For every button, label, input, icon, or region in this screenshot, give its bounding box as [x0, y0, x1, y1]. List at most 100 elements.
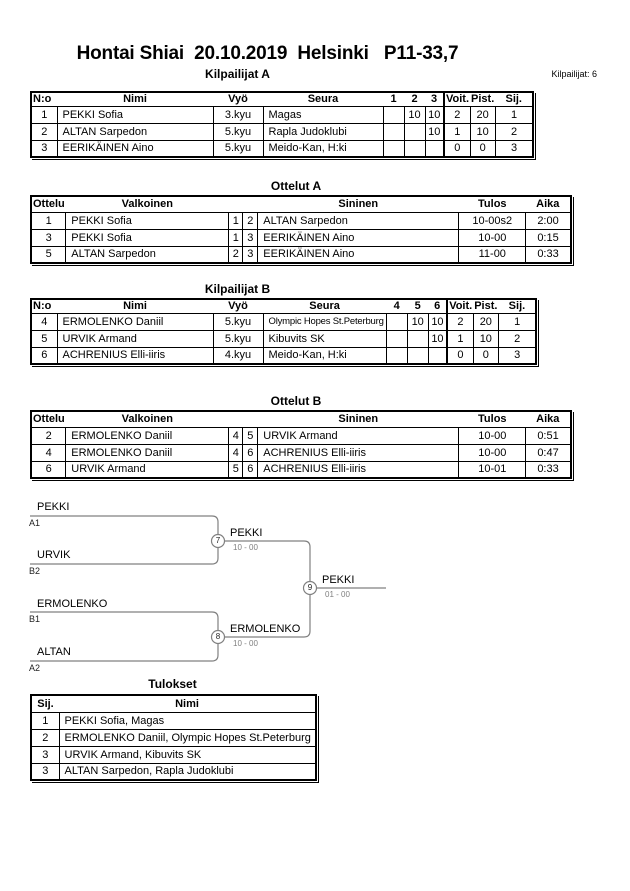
cell-blue-name: ACHRENIUS Elli-iiris	[257, 460, 460, 479]
cell-result: 10-00	[458, 228, 527, 247]
cell-points: 0	[469, 139, 496, 158]
cell-white-name: URVIK Armand	[65, 460, 230, 479]
bracket-entrant-name: ERMOLENKO	[37, 598, 108, 610]
cell-result: 10-00	[458, 426, 527, 445]
match-row: 5 ALTAN Sarpedon 2 3 EERIKÄINEN Aino 11-…	[30, 245, 572, 264]
bracket-match-number: 7	[215, 536, 221, 545]
cell-name-club: ALTAN Sarpedon, Rapla Judoklubi	[58, 762, 317, 781]
bracket-line-sf2-winner	[225, 595, 311, 638]
competitor-row: 6 ACHRENIUS Elli-iiris 4.kyu Meido-Kan, …	[30, 346, 537, 365]
cell-points: 20	[469, 105, 496, 124]
cell-blue-name: EERIKÄINEN Aino	[257, 228, 460, 247]
cell-time: 0:33	[525, 245, 572, 264]
col-header-place: Sij.	[31, 695, 59, 713]
cell-name: EERIKÄINEN Aino	[56, 139, 214, 158]
cell-time: 0:51	[525, 426, 572, 445]
cell-name-club: ERMOLENKO Daniil, Olympic Hopes St.Peter…	[58, 728, 317, 747]
cell-place: 1	[30, 711, 60, 730]
bracket-line-sf1-top	[30, 515, 219, 534]
bracket-match-score: 10 - 00	[233, 639, 258, 648]
bracket-match-score: 10 - 00	[233, 543, 258, 552]
results-table: Sij. Nimi 1 PEKKI Sofia, Magas 2 ERMOLEN…	[30, 694, 317, 781]
competitor-row: 4 ERMOLENKO Daniil 5.kyu Olympic Hopes S…	[30, 312, 537, 331]
col-header-name: Nimi	[59, 695, 316, 713]
cell-club: Meido-Kan, H:ki	[262, 346, 387, 365]
competitor-row: 5 URVIK Armand 5.kyu Kibuvits SK 10 1 10…	[30, 329, 537, 348]
cell-match-no: 6	[30, 460, 67, 479]
bracket-match-number: 8	[215, 632, 221, 641]
col-header-belt: Vyö	[213, 92, 263, 107]
bracket-line-sf2-bottom	[30, 644, 219, 662]
bracket-entrant-seed: A1	[29, 518, 41, 528]
cell-white-name: PEKKI Sofia	[65, 228, 230, 247]
bracket-entrant-seed: A2	[29, 663, 41, 673]
match-row: 1 PEKKI Sofia 1 2 ALTAN Sarpedon 10-00s2…	[30, 211, 572, 230]
bracket-entrant-name: URVIK	[37, 549, 71, 561]
bracket-entrant-seed: B1	[29, 614, 41, 624]
cell-name-club: PEKKI Sofia, Magas	[58, 711, 317, 730]
cell-belt: 5.kyu	[212, 139, 264, 158]
cell-number: 6	[30, 346, 58, 365]
bracket-winner-name: PEKKI	[230, 527, 263, 539]
col-header-wins: Voit.	[446, 299, 474, 314]
cell-points: 0	[472, 346, 499, 365]
bracket-line-sf1-bottom	[30, 548, 219, 565]
competitor-row: 1 PEKKI Sofia 3.kyu Magas 10 10 2 20 1	[30, 105, 534, 124]
col-header-place: Sij.	[495, 92, 534, 107]
matches-a-table: Ottelu Valkoinen Sininen Tulos Aika 1 PE…	[30, 195, 572, 264]
table-header-row: Sij. Nimi	[31, 695, 316, 713]
cell-score-3: 10	[427, 312, 448, 331]
col-header-club: Seura	[263, 92, 383, 107]
bracket-entrant-name: PEKKI	[37, 501, 70, 513]
cell-place: 3	[30, 745, 60, 764]
match-row: 6 URVIK Armand 5 6 ACHRENIUS Elli-iiris …	[30, 460, 572, 479]
bracket-entrant-seed: B2	[29, 566, 41, 576]
section-heading-matches-a: Ottelut A	[270, 179, 322, 193]
col-header-points: Pist.	[470, 92, 496, 107]
section-heading-results: Tulokset	[148, 677, 197, 691]
cell-score-3: 10	[427, 329, 448, 348]
page-title: Hontai Shiai 20.10.2019 Helsinki P11-33,…	[76, 43, 459, 64]
section-heading-matches-b: Ottelut B	[270, 394, 322, 408]
bracket-match-number: 9	[307, 583, 313, 592]
cell-score-2: 10	[403, 105, 426, 124]
bracket-match-circle-7	[210, 533, 226, 549]
result-row: 1 PEKKI Sofia, Magas	[30, 711, 317, 730]
table-header-row: N:o Nimi Vyö Seura 1 2 3 Voit. Pist. Sij…	[31, 92, 534, 107]
cell-time: 0:33	[525, 460, 572, 479]
cell-belt: 4.kyu	[212, 346, 264, 365]
cell-club: Meido-Kan, H:ki	[262, 139, 384, 158]
section-heading-competitors-b: Kilpailijat B	[204, 282, 271, 296]
col-header-name: Nimi	[57, 92, 213, 107]
match-row: 3 PEKKI Sofia 1 3 EERIKÄINEN Aino 10-00 …	[30, 228, 572, 247]
cell-points: 20	[472, 312, 499, 331]
bracket-line-sf2-top	[30, 611, 219, 630]
col-header-result: Tulos	[458, 411, 526, 428]
result-row: 3 URVIK Armand, Kibuvits SK	[30, 745, 317, 764]
cell-points: 10	[469, 122, 496, 141]
competitor-row: 2 ALTAN Sarpedon 5.kyu Rapla Judoklubi 1…	[30, 122, 534, 141]
cell-white-name: ERMOLENKO Daniil	[65, 426, 230, 445]
col-header-time: Aika	[525, 196, 571, 213]
competitors-b-table: N:o Nimi Vyö Seura 4 5 6 Voit. Pist. Sij…	[30, 298, 538, 365]
bracket-match-circle-8	[210, 629, 226, 645]
col-header-blue: Sininen	[257, 411, 459, 428]
bracket-match-score: 01 - 00	[325, 590, 350, 599]
bracket-winner-name: ERMOLENKO	[230, 623, 301, 635]
result-row: 3 ALTAN Sarpedon, Rapla Judoklubi	[30, 762, 317, 781]
cell-result: 10-00s2	[458, 211, 527, 230]
cell-place: 3	[30, 762, 60, 781]
col-header-place: Sij.	[498, 299, 537, 314]
section-heading-competitors-a: Kilpailijat A	[205, 67, 270, 81]
cell-blue-name: EERIKÄINEN Aino	[257, 245, 460, 264]
cell-name-club: URVIK Armand, Kibuvits SK	[58, 745, 317, 764]
cell-place: 3	[494, 139, 534, 158]
bracket-entrant-name: ALTAN	[37, 646, 71, 658]
cell-white-no: 2	[228, 245, 244, 264]
bracket-match-circle-9	[302, 580, 318, 596]
bracket-winner-name: PEKKI	[322, 574, 355, 586]
cell-result: 10-01	[458, 460, 527, 479]
cell-white-no: 5	[228, 460, 244, 479]
